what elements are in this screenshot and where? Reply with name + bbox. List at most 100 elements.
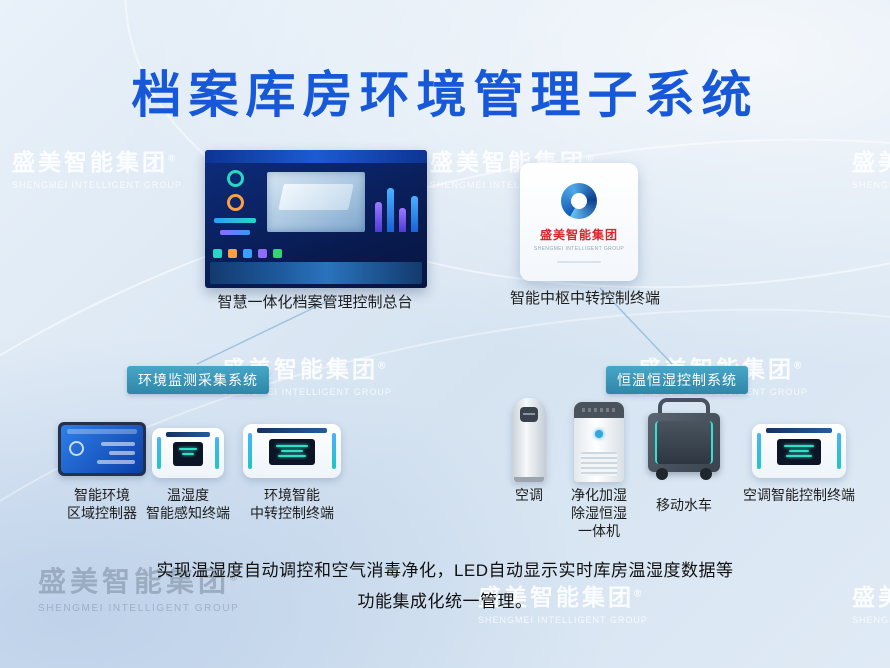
branch-pill-hvac: 恒温恒湿控制系统 (606, 366, 748, 394)
cart-wheel (656, 468, 668, 480)
chart-bar (398, 208, 406, 232)
terminal-accent (757, 433, 761, 469)
console-left-panel (210, 170, 260, 235)
chart-bar (374, 202, 382, 232)
screen-line (101, 442, 135, 446)
cart-handle (658, 398, 710, 418)
footer-line-2: 功能集成化统一管理。 (357, 591, 533, 611)
status-icon (258, 249, 267, 258)
page-title: 档案库房环境管理子系统 (131, 67, 759, 123)
watermark-subtitle: SHENGMEI INTELLIGENT GROUP (12, 180, 182, 190)
device-mobile-water-cart (648, 398, 720, 480)
label-line: 智能环境 (74, 487, 130, 503)
device-label-temp-humidity-sensor: 温湿度 智能感知终端 (140, 486, 236, 522)
label-line: 温湿度 (167, 487, 209, 503)
terminal-top-strip (766, 428, 832, 433)
screen-gauge-icon (69, 441, 84, 456)
footer-line-1: 实现温湿度自动调控和空气消毒净化，LED自动显示实时库房温湿度数据等 (156, 561, 734, 580)
cart-wheel (700, 468, 712, 480)
screen-line (182, 453, 194, 455)
terminal-accent (332, 433, 336, 469)
footer-description: 实现温湿度自动调控和空气消毒净化，LED自动显示实时库房温湿度数据等 功能集成化… (0, 556, 890, 617)
label-line: 一体机 (578, 523, 620, 540)
device-purifier-humidifier (574, 402, 624, 482)
terminal-screen (173, 442, 203, 466)
device-ac-control-terminal (752, 424, 846, 478)
screen-line (789, 450, 809, 453)
cart-body (648, 413, 720, 472)
terminal-accent (157, 437, 161, 469)
watermark-subtitle: SHENGMEI INTELLIGENT GROUP (852, 180, 890, 190)
console-label: 智慧一体化档案管理控制总台 (217, 294, 413, 311)
device-label-env-relay-terminal: 环境智能 中转控制终端 (236, 486, 348, 522)
gauge-icon (226, 194, 244, 211)
screen-line (109, 451, 135, 455)
purifier-top-cap (574, 402, 624, 418)
terminal-accent (215, 437, 219, 469)
purifier-indicator-light (595, 430, 603, 438)
device-env-relay-terminal (243, 424, 341, 478)
watermark: 盛美智能集团® SHENGMEI INTELLIGENT GROUP (852, 143, 890, 190)
label-line: 净化加湿 (571, 487, 627, 503)
label-line: 空调智能控制终端 (743, 487, 855, 503)
chart-bar (386, 188, 394, 232)
label-line: 智能感知终端 (146, 505, 230, 522)
device-label-ac-control-terminal: 空调智能控制终端 (726, 486, 872, 504)
screen-line (97, 460, 135, 464)
console-3d-room (267, 172, 365, 232)
label-line: 空调 (515, 487, 543, 503)
hub-divider (557, 261, 601, 263)
terminal-screen (269, 439, 315, 466)
console-dashboard-image (205, 150, 427, 288)
branch-pill-monitoring: 环境监测采集系统 (127, 366, 269, 394)
ac-base (514, 477, 544, 482)
hub-brand-text: 盛美智能集团 (539, 228, 618, 242)
gauge-icon (226, 170, 244, 187)
screen-line (276, 445, 308, 448)
label-line: 中转控制终端 (250, 505, 334, 522)
hub-label: 智能中枢中转控制终端 (509, 290, 660, 307)
watermark-brand: 盛美智能集团® (12, 149, 179, 175)
console-bar-chart (371, 170, 421, 232)
console-titlebar (205, 150, 427, 163)
device-label-air-conditioner: 空调 (505, 486, 553, 504)
console-photo-strip (210, 262, 422, 284)
brand-logo-icon (561, 183, 597, 219)
device-label-zone-controller: 智能环境 区域控制器 (44, 486, 160, 522)
screen-line (278, 455, 306, 458)
mini-bar (214, 218, 256, 223)
console-icon-row (213, 249, 282, 258)
hub-device: 盛美智能集团 SHENGMEI INTELLIGENT GROUP (520, 163, 638, 281)
status-icon (273, 249, 282, 258)
label-line: 除湿恒湿 (571, 505, 627, 522)
cart-front-panel (655, 421, 713, 464)
screen-header (67, 429, 137, 434)
terminal-accent (248, 433, 252, 469)
label-line: 移动水车 (656, 497, 712, 513)
screen-line (281, 450, 303, 453)
chart-bar (410, 196, 418, 232)
purifier-grille (581, 452, 617, 476)
mini-bar (220, 230, 250, 235)
watermark: 盛美智能集团® SHENGMEI INTELLIGENT GROUP (12, 143, 182, 190)
terminal-screen (777, 439, 821, 466)
status-icon (228, 249, 237, 258)
screen-line (784, 445, 814, 448)
terminal-accent (837, 433, 841, 469)
status-icon (213, 249, 222, 258)
terminal-top-strip (166, 432, 210, 437)
terminal-top-strip (257, 428, 327, 433)
tablet-screen (61, 425, 143, 473)
ac-vent (520, 407, 538, 422)
watermark-brand: 盛美智能集团® (852, 149, 890, 175)
screen-line (179, 448, 197, 450)
device-label-purifier-humidifier: 净化加湿 除湿恒湿 一体机 (560, 486, 638, 541)
device-air-conditioner (512, 398, 546, 482)
label-line: 区域控制器 (67, 505, 137, 522)
device-zone-controller (58, 422, 146, 476)
screen-line (786, 455, 812, 458)
device-label-mobile-water-cart: 移动水车 (648, 496, 720, 514)
device-temp-humidity-sensor (152, 428, 224, 478)
label-line: 环境智能 (264, 487, 320, 503)
